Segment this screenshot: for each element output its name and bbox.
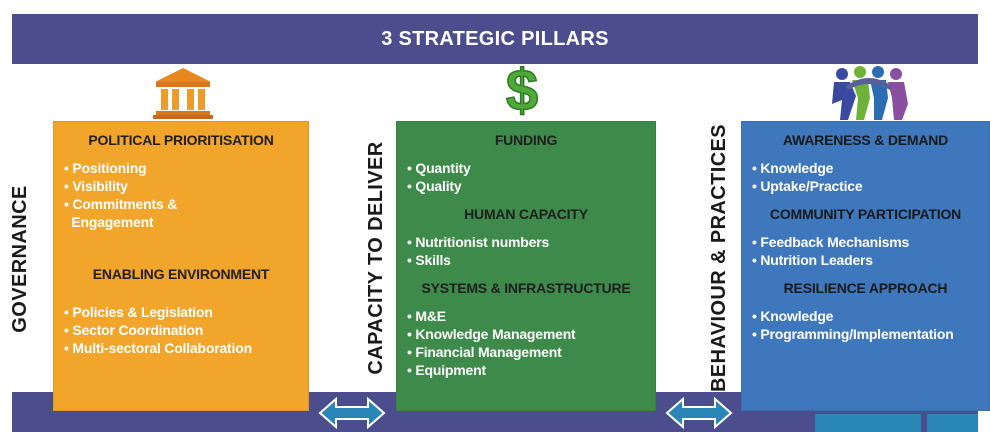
dollar-sign-icon: $	[505, 58, 539, 120]
bullet-item: • M&E	[407, 308, 446, 324]
bullet-item: • Visibility	[64, 178, 128, 194]
bullet-item: • Equipment	[407, 362, 486, 378]
pillars-banner: 3 STRATEGIC PILLARS	[12, 14, 978, 64]
section-heading: HUMAN CAPACITY	[464, 206, 588, 222]
bullet-item: • Policies & Legislation	[64, 304, 213, 320]
section-heading: SYSTEMS & INFRASTRUCTURE	[421, 280, 631, 296]
double-arrow-icon	[318, 396, 386, 430]
bullet-item: • Commitments &	[64, 196, 178, 212]
bullet-item: • Nutritionist numbers	[407, 234, 550, 250]
bullet-item: • Multi-sectoral Collaboration	[64, 340, 252, 356]
section-heading: AWARENESS & DEMAND	[782, 132, 949, 148]
governance-label: GOVERNANCE	[9, 185, 31, 333]
bullet-item: • Financial Management	[407, 344, 562, 360]
bullet-item: • Sector Coordination	[64, 322, 204, 338]
bullet-item: • Quantity	[407, 160, 471, 176]
double-arrow-icon	[665, 396, 733, 430]
bullet-item: Engagement	[64, 214, 154, 230]
community-group-icon	[832, 66, 908, 120]
behaviour-box: AWARENESS & DEMAND • Knowledge • Uptake/…	[741, 121, 990, 411]
bullet-item: • Skills	[407, 252, 451, 268]
foundation-tab-left	[815, 414, 921, 432]
governance-box: POLITICAL PRIORITISATION • Positioning •…	[53, 121, 309, 411]
bullet-item: • Uptake/Practice	[752, 178, 863, 194]
government-building-icon	[153, 68, 213, 119]
foundation-tab-right	[927, 414, 978, 432]
behaviour-practices-label: BEHAVIOUR & PRACTICES	[708, 123, 730, 393]
bullet-item: • Knowledge	[752, 160, 834, 176]
section-heading: ENABLING ENVIRONMENT	[92, 266, 270, 282]
svg-text:$: $	[506, 58, 538, 120]
bullet-item: • Knowledge	[752, 308, 834, 324]
section-heading: FUNDING	[494, 132, 558, 148]
capacity-to-deliver-label: CAPACITY TO DELIVER	[365, 141, 387, 375]
bullet-item: • Quality	[407, 178, 462, 194]
bullet-item: • Feedback Mechanisms	[752, 234, 910, 250]
section-heading: COMMUNITY PARTICIPATION	[769, 206, 962, 222]
bullet-item: • Programming/Implementation	[752, 326, 954, 342]
bullet-item: • Knowledge Management	[407, 326, 576, 342]
section-heading: RESILIENCE APPROACH	[783, 280, 948, 296]
banner-title: 3 STRATEGIC PILLARS	[381, 27, 609, 50]
capacity-box: FUNDING • Quantity • Quality HUMAN CAPAC…	[396, 121, 656, 411]
bullet-item: • Positioning	[64, 160, 147, 176]
bullet-item: • Nutrition Leaders	[752, 252, 873, 268]
section-heading: POLITICAL PRIORITISATION	[88, 132, 274, 148]
